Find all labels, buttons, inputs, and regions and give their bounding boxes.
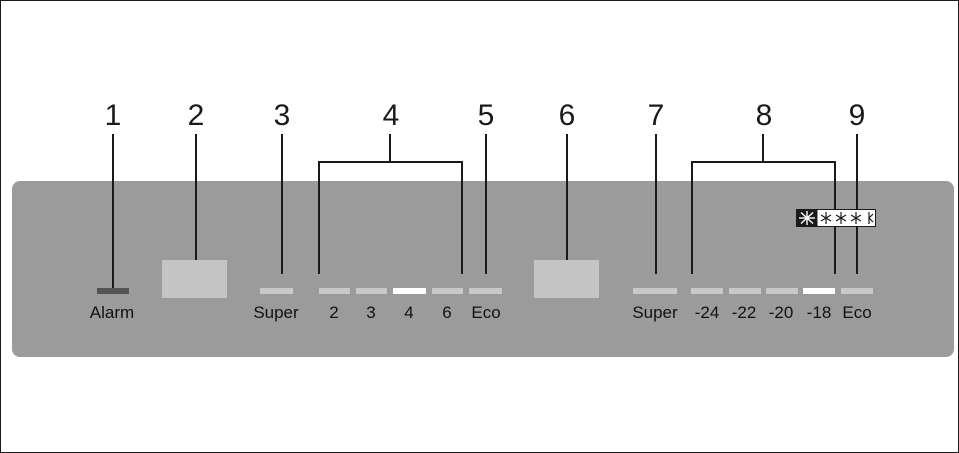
freezer-super-indicator <box>633 288 677 294</box>
fridge-temp-label-3: 3 <box>366 303 376 322</box>
fridge-eco-label: Eco <box>471 303 501 322</box>
fridge-eco-indicator <box>469 288 502 294</box>
leader-line-7 <box>655 134 657 274</box>
fridge-temperature-button[interactable] <box>162 260 227 298</box>
leader-line-2 <box>195 134 197 266</box>
fridge-temp-label-6: 6 <box>442 303 452 322</box>
leader-line-6 <box>566 134 568 266</box>
freezer-super-label: Super <box>632 303 678 322</box>
freezer-temp-indicator-minus24 <box>691 288 723 294</box>
freezer-temp-indicator-minus20 <box>766 288 798 294</box>
freezer-temp-label-minus20: -20 <box>768 303 794 322</box>
bracket-4 <box>318 134 463 274</box>
fridge-temp-indicator-3 <box>356 288 387 294</box>
freezer-temperature-button[interactable] <box>534 260 599 298</box>
fridge-super-label: Super <box>253 303 299 322</box>
leader-line-9 <box>856 134 858 274</box>
freezer-temp-label-minus18: -18 <box>806 303 832 322</box>
callout-6: 6 <box>558 99 576 132</box>
bracket-8 <box>691 134 836 274</box>
fridge-temp-indicator-6 <box>432 288 463 294</box>
fridge-temp-label-4: 4 <box>404 303 414 322</box>
callout-5: 5 <box>477 99 495 132</box>
callout-4: 4 <box>382 99 400 132</box>
callout-1: 1 <box>104 99 122 132</box>
callout-7: 7 <box>647 99 665 132</box>
freezer-temp-indicator-minus18-selected <box>803 288 835 294</box>
fridge-super-indicator <box>260 288 293 294</box>
freezer-temp-label-minus24: -24 <box>694 303 720 322</box>
callout-9: 9 <box>848 99 866 132</box>
freezer-temp-indicator-minus22 <box>729 288 761 294</box>
callout-3: 3 <box>273 99 291 132</box>
fridge-temp-indicator-2 <box>319 288 350 294</box>
freezer-temp-label-minus22: -22 <box>731 303 757 322</box>
callout-2: 2 <box>187 99 205 132</box>
freezer-eco-label: Eco <box>842 303 872 322</box>
callout-8: 8 <box>755 99 773 132</box>
leader-line-5 <box>485 134 487 274</box>
snowflake-star-rating-icon <box>796 209 876 227</box>
fridge-temp-label-2: 2 <box>329 303 339 322</box>
fridge-temp-indicator-4-selected <box>393 288 426 294</box>
alarm-indicator <box>97 288 129 294</box>
alarm-label: Alarm <box>89 303 135 322</box>
freezer-eco-indicator <box>841 288 873 294</box>
leader-line-1 <box>112 134 114 288</box>
leader-line-3 <box>281 134 283 274</box>
